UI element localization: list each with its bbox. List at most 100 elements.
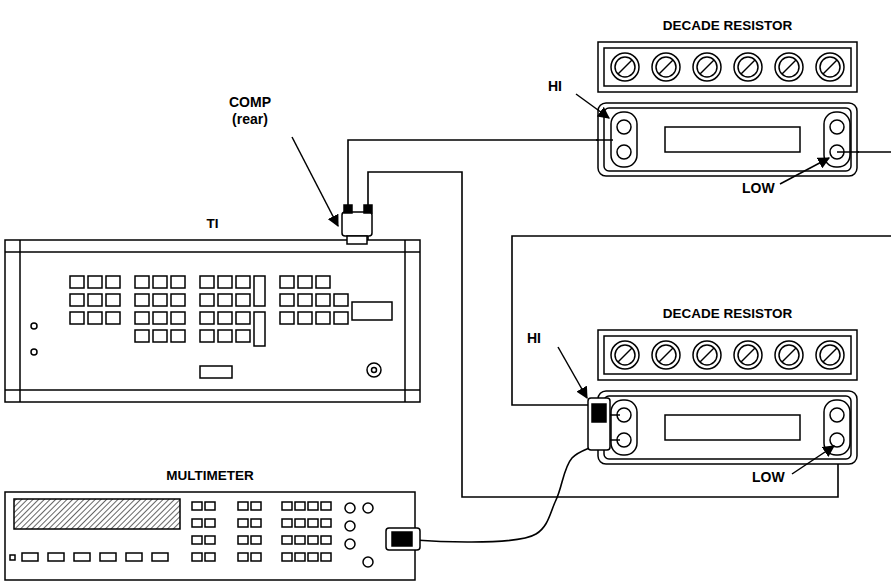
dial-box bbox=[604, 48, 851, 86]
knob-mark bbox=[618, 60, 632, 74]
multimeter-key bbox=[238, 553, 248, 561]
multimeter-key bbox=[282, 502, 292, 510]
ti-key bbox=[236, 330, 250, 342]
decade-knob bbox=[697, 57, 717, 77]
multimeter-key bbox=[251, 502, 261, 510]
decade-knob bbox=[779, 345, 799, 365]
multimeter-body bbox=[5, 492, 415, 580]
decade-knob bbox=[816, 341, 844, 369]
ti-key bbox=[236, 294, 250, 306]
hi-plug bbox=[592, 404, 606, 422]
multimeter-key bbox=[192, 536, 202, 544]
ti-key bbox=[135, 294, 149, 306]
leader-line bbox=[558, 347, 587, 398]
panel-window bbox=[665, 415, 800, 440]
ti-key bbox=[316, 312, 330, 324]
ti-key bbox=[316, 294, 330, 306]
multimeter-keypad bbox=[22, 502, 373, 567]
ti-base bbox=[5, 389, 420, 391]
decade-knob bbox=[734, 341, 762, 369]
dial-box bbox=[598, 42, 857, 92]
ti-key bbox=[106, 294, 120, 306]
device-title: TI bbox=[5, 215, 420, 233]
decade-knob bbox=[615, 345, 635, 365]
decade-knob bbox=[820, 345, 840, 365]
multimeter-key bbox=[192, 519, 202, 527]
test-lead-wire bbox=[512, 152, 891, 405]
ti-key bbox=[218, 276, 232, 288]
ti-key bbox=[88, 312, 102, 324]
multimeter-key bbox=[308, 553, 318, 561]
device-title: MULTIMETER bbox=[5, 467, 415, 485]
comp-plug bbox=[347, 236, 367, 244]
callout-label: HI bbox=[527, 330, 541, 347]
test-lead-wire bbox=[348, 140, 598, 240]
ti-key bbox=[153, 276, 167, 288]
ti-key bbox=[171, 276, 185, 288]
ti-key bbox=[70, 312, 84, 324]
hi-plug bbox=[588, 398, 610, 450]
callout-label: HI bbox=[548, 78, 562, 95]
ti-display bbox=[352, 302, 392, 320]
ti-jack bbox=[31, 349, 37, 355]
terminal-panel bbox=[598, 391, 857, 464]
knob-mark bbox=[659, 60, 673, 74]
multimeter-key bbox=[282, 519, 292, 527]
ti-key bbox=[200, 330, 214, 342]
test-instrument: TI bbox=[5, 240, 420, 402]
ti-key bbox=[280, 312, 294, 324]
ti-key bbox=[106, 276, 120, 288]
knob-mark bbox=[741, 60, 755, 74]
ti-key bbox=[135, 312, 149, 324]
multimeter-terminal bbox=[345, 539, 355, 549]
multimeter-key bbox=[251, 553, 261, 561]
decade-knob bbox=[693, 53, 721, 81]
decade-resistor: DECADE RESISTOR bbox=[598, 42, 857, 176]
decade-knob bbox=[652, 341, 680, 369]
binding-post bbox=[830, 120, 844, 134]
ti-key bbox=[236, 312, 250, 324]
plug-boot bbox=[344, 205, 352, 213]
multimeter-terminal bbox=[363, 557, 373, 567]
ti-key bbox=[171, 294, 185, 306]
decade-knob bbox=[656, 57, 676, 77]
multimeter-key bbox=[321, 553, 331, 561]
leader-line bbox=[792, 446, 834, 474]
multimeter-key bbox=[238, 502, 248, 510]
multimeter-key bbox=[321, 502, 331, 510]
decade-resistor-drawing bbox=[598, 42, 857, 176]
multimeter-terminal bbox=[363, 503, 373, 513]
comp-plug bbox=[342, 212, 372, 236]
decade-knob bbox=[652, 53, 680, 81]
multimeter-key bbox=[205, 553, 215, 561]
ti-key bbox=[254, 276, 265, 306]
decade-knob bbox=[775, 341, 803, 369]
decade-knob bbox=[656, 345, 676, 365]
ti-bezel bbox=[5, 251, 420, 253]
decade-knob bbox=[611, 341, 639, 369]
knob-mark bbox=[823, 348, 837, 362]
ti-key bbox=[88, 294, 102, 306]
ti-key bbox=[298, 312, 312, 324]
plug-boot bbox=[364, 205, 372, 213]
ti-key bbox=[200, 276, 214, 288]
terminal-cap bbox=[611, 400, 637, 455]
multimeter-key bbox=[295, 536, 305, 544]
decade-knob bbox=[738, 57, 758, 77]
ti-key bbox=[334, 312, 348, 324]
callout-label: LOW bbox=[742, 180, 775, 197]
ti-key bbox=[298, 276, 312, 288]
ti-handle bbox=[19, 240, 21, 402]
decade-knob bbox=[816, 53, 844, 81]
multimeter-key bbox=[251, 536, 261, 544]
decade-resistor-art bbox=[598, 42, 857, 464]
knob-mark bbox=[618, 348, 632, 362]
multimeter-key bbox=[205, 536, 215, 544]
ti-jack bbox=[31, 323, 37, 329]
knob-mark bbox=[782, 348, 796, 362]
binding-post bbox=[617, 145, 631, 159]
knob-mark bbox=[741, 348, 755, 362]
ti-key bbox=[236, 276, 250, 288]
ti-key bbox=[153, 294, 167, 306]
multimeter-key bbox=[205, 502, 215, 510]
